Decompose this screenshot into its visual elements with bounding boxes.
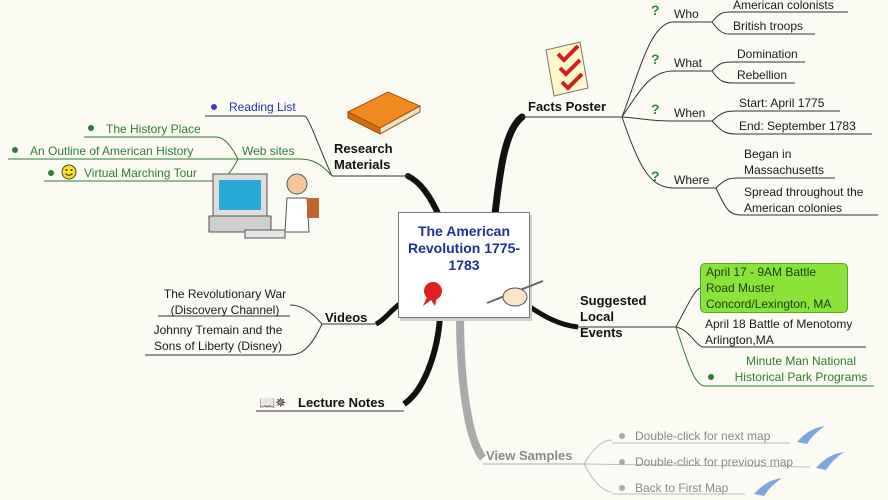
where-item-began[interactable]: Began in Massachusetts — [744, 147, 825, 177]
outline-american-history-link[interactable]: An Outline of American History — [30, 144, 194, 158]
computer-user-icon — [208, 173, 319, 239]
history-place-link[interactable]: The History Place — [106, 122, 201, 136]
checklist-icon — [545, 41, 589, 97]
quill-hand-icon — [486, 280, 544, 307]
video-johnny-tremain[interactable]: Johnny Tremain and the Sons of Liberty (… — [153, 323, 283, 353]
bullet-icon — [48, 170, 54, 176]
event-april18[interactable]: April 18 Battle of Menotomy Arlington,MA — [705, 317, 853, 347]
next-map-link[interactable]: Double-click for next map — [635, 429, 771, 443]
bullet-icon — [619, 459, 625, 465]
lecture-notes-label[interactable]: Lecture Notes — [298, 395, 385, 410]
question-icon: ? — [651, 168, 660, 184]
what-label[interactable]: What — [674, 56, 703, 70]
back-first-map-link[interactable]: Back to First Map — [635, 481, 729, 495]
bullet-icon — [619, 485, 625, 491]
swoosh-icon — [754, 478, 782, 496]
question-icon: ? — [651, 2, 660, 18]
where-item-spread[interactable]: Spread throughout the American colonies — [744, 185, 864, 215]
reading-list-link[interactable]: Reading List — [229, 100, 296, 114]
bullet-icon — [708, 374, 714, 380]
event-april17: April 17 - 9AM Battle Road Muster Concor… — [706, 265, 832, 311]
smiley-icon — [61, 164, 77, 180]
who-item-colonists[interactable]: American colonists — [733, 0, 834, 12]
virtual-marching-tour-link[interactable]: Virtual Marching Tour — [84, 166, 197, 180]
who-label[interactable]: Who — [674, 7, 699, 21]
swoosh-icon — [797, 426, 825, 444]
event-highlight-box[interactable]: April 17 - 9AM Battle Road Muster Concor… — [700, 263, 848, 313]
view-samples-label[interactable]: View Samples — [486, 448, 573, 463]
previous-map-link[interactable]: Double-click for previous map — [635, 455, 794, 469]
suggested-events-label[interactable]: Suggested Local Events — [580, 293, 647, 340]
bullet-icon — [88, 125, 94, 131]
facts-poster-label[interactable]: Facts Poster — [528, 99, 607, 114]
when-item-start[interactable]: Start: April 1775 — [739, 96, 825, 110]
when-item-end[interactable]: End: September 1783 — [739, 119, 856, 133]
minute-man-link[interactable]: Minute Man National Historical Park Prog… — [734, 354, 868, 384]
swoosh-icon — [816, 452, 844, 470]
center-topic[interactable]: The American Revolution 1775-1783 — [398, 212, 544, 318]
who-item-british[interactable]: British troops — [733, 19, 804, 33]
bullet-icon — [12, 147, 18, 153]
center-title: The American Revolution 1775-1783 — [407, 223, 521, 273]
book-open-icon: 📖✵ — [259, 395, 287, 410]
question-icon: ? — [651, 101, 660, 117]
book-icon — [346, 91, 422, 135]
videos-label[interactable]: Videos — [325, 310, 368, 325]
research-materials-label[interactable]: Research Materials — [334, 141, 393, 172]
web-sites-label[interactable]: Web sites — [242, 144, 295, 158]
what-item-rebellion[interactable]: Rebellion — [737, 68, 788, 82]
where-label[interactable]: Where — [674, 173, 710, 187]
bullet-icon — [619, 433, 625, 439]
seal-icon — [423, 282, 442, 306]
video-revolutionary-war[interactable]: The Revolutionary War (Discovery Channel… — [163, 287, 287, 317]
when-label[interactable]: When — [674, 106, 706, 120]
what-item-domination[interactable]: Domination — [737, 47, 798, 61]
question-icon: ? — [651, 51, 660, 67]
bullet-icon — [211, 104, 217, 110]
